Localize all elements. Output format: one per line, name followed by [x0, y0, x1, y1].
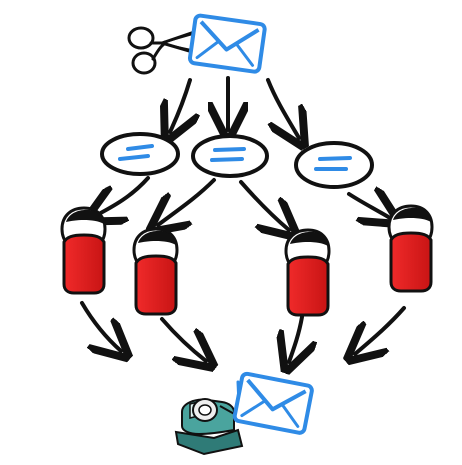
- arrows-bottom: [80, 301, 406, 362]
- source-group: [127, 13, 267, 75]
- person-icon: [60, 206, 107, 295]
- arrow: [347, 194, 390, 218]
- arrow: [158, 178, 216, 225]
- arrow: [80, 301, 121, 351]
- arrow: [160, 317, 206, 361]
- arrow: [289, 315, 302, 362]
- message-bubble-icon: [100, 132, 180, 176]
- envelope-icon: [187, 13, 267, 74]
- arrow: [170, 78, 190, 132]
- arrow: [266, 78, 299, 138]
- arrows-top: [170, 76, 299, 138]
- arrow: [95, 176, 150, 216]
- person-icon: [132, 227, 179, 316]
- fragments: [100, 132, 374, 189]
- message-bubble-icon: [294, 141, 374, 189]
- arrow: [355, 306, 406, 354]
- person-icon: [387, 204, 434, 293]
- tape-dispenser-icon: [174, 398, 244, 456]
- arrow: [239, 180, 289, 230]
- envelope-icon: [232, 371, 314, 435]
- person-icon: [284, 228, 331, 317]
- arrows-mid: [95, 176, 390, 230]
- message-bubble-icon: [191, 134, 269, 178]
- people: [60, 204, 434, 317]
- result-group: [174, 371, 314, 456]
